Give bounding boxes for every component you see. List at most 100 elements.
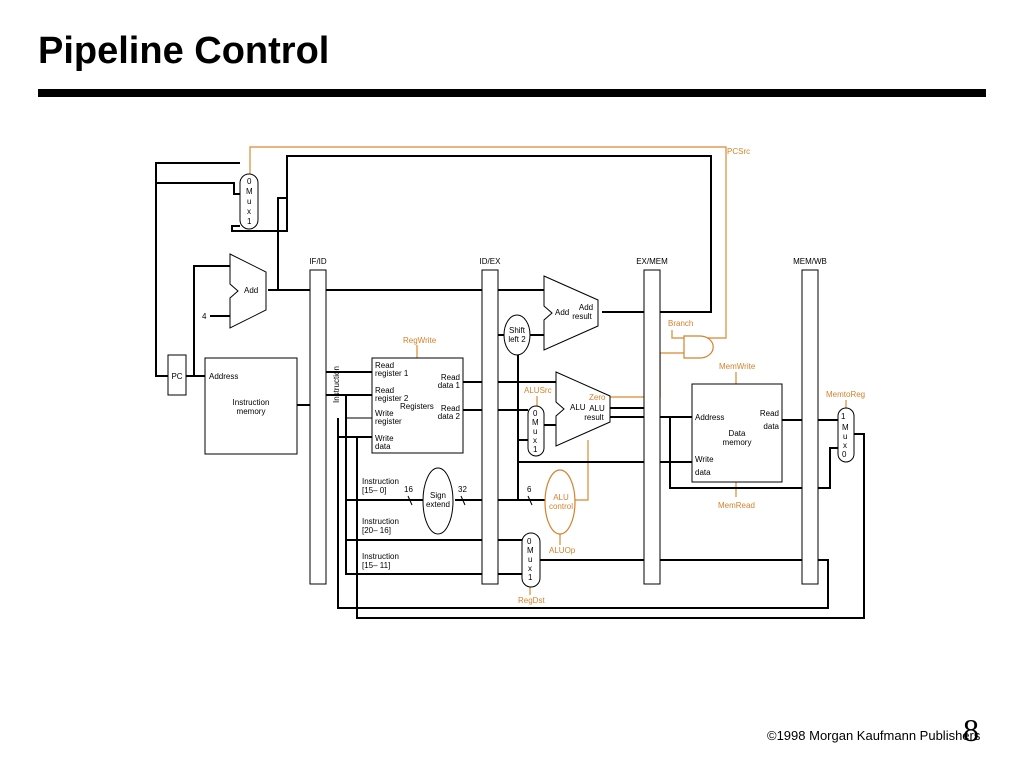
instr20-16-b: [20– 16]: [362, 526, 391, 535]
ifid-register: [309, 269, 327, 585]
regwrite-label: RegWrite: [403, 336, 437, 345]
alu-control-b: control: [549, 502, 573, 511]
pc-register: [167, 354, 187, 396]
regdst-mux-m: M: [527, 546, 534, 555]
control-labels: PCSrc RegWrite Branch MemWrite MemtoReg …: [403, 147, 865, 605]
dm-write-a: Write: [695, 455, 714, 464]
instr15-11-a: Instruction: [362, 552, 399, 561]
shift-left-2: [503, 314, 531, 356]
bus-marks: [407, 495, 533, 506]
alusrc-mux-1: 1: [533, 445, 538, 454]
memwb-label: MEM/WB: [793, 257, 827, 266]
dm-address-label: Address: [695, 413, 724, 422]
regdst-mux-1: 1: [528, 573, 533, 582]
idex-register: [481, 269, 499, 585]
instr15-0-a: Instruction: [362, 477, 399, 486]
reg-read1-b: register 1: [375, 369, 409, 378]
memtoreg-label: MemtoReg: [826, 390, 865, 399]
bits-16: 16: [404, 485, 413, 494]
memread-label: MemRead: [718, 501, 755, 510]
branch-add-label: Add: [555, 308, 569, 317]
memtoreg-mux-0: 0: [842, 450, 847, 459]
reg-read2-b: register 2: [375, 394, 409, 403]
dm-read-b: data: [763, 422, 779, 431]
branch-and-gate: [683, 335, 714, 359]
branch-add-result-b: result: [572, 312, 592, 321]
memwrite-label: MemWrite: [719, 362, 756, 371]
const-4: 4: [202, 312, 207, 321]
imem-label-2: memory: [237, 407, 266, 416]
pcsrc-label: PCSrc: [727, 147, 750, 156]
pc-label: PC: [171, 372, 182, 381]
reg-wdata-a: Write: [375, 434, 394, 443]
regdst-mux-0: 0: [527, 537, 532, 546]
dm-label-b: memory: [723, 438, 752, 447]
instr15-11-b: [15– 11]: [362, 561, 390, 570]
imem-label-1: Instruction: [233, 398, 270, 407]
memtoreg-mux: [837, 407, 855, 463]
pc-adder: [229, 253, 267, 329]
exmem-label: EX/MEM: [636, 257, 668, 266]
instruction-memory: [204, 357, 298, 455]
bits-32: 32: [458, 485, 467, 494]
register-file: [371, 357, 464, 454]
regdst-mux: [521, 532, 541, 588]
memtoreg-mux-1: 1: [841, 412, 846, 421]
alu-result-b: result: [584, 413, 604, 422]
regdst-mux-u: u: [528, 555, 532, 564]
slide-title: Pipeline Control: [38, 30, 330, 72]
alusrc-mux: [527, 405, 545, 457]
reg-rdata2-a: Read: [441, 404, 460, 413]
regdst-mux-x: x: [528, 564, 532, 573]
alusrc-mux-u: u: [533, 427, 537, 436]
instr15-0-b: [15– 0]: [362, 486, 386, 495]
copyright-footer: ©1998 Morgan Kaufmann Publishers: [767, 728, 981, 743]
pc-mux-u: u: [247, 197, 251, 206]
reg-rdata1-a: Read: [441, 373, 460, 382]
bits-6: 6: [527, 485, 532, 494]
alusrc-mux-m: M: [532, 418, 539, 427]
sign-extend-a: Sign: [430, 491, 446, 500]
branch-add-result-a: Add: [579, 303, 593, 312]
alu-control-a: ALU: [553, 493, 569, 502]
memwb-register: [801, 269, 819, 585]
registers-label: Registers: [400, 402, 434, 411]
alusrc-label: ALUSrc: [524, 386, 552, 395]
pc-adder-label: Add: [244, 286, 258, 295]
zero-label: Zero: [589, 393, 606, 402]
reg-rdata1-b: data 1: [438, 381, 461, 390]
memtoreg-mux-x: x: [843, 441, 847, 450]
dm-write-b: data: [695, 468, 711, 477]
ifid-label: IF/ID: [309, 257, 327, 266]
imem-address-label: Address: [209, 372, 238, 381]
pipeline-registers: IF/ID ID/EX EX/MEM MEM/WB: [309, 257, 827, 585]
alu: [555, 371, 611, 447]
branch-label: Branch: [668, 319, 693, 328]
pc-mux-1: 1: [247, 217, 252, 226]
dm-read-a: Read: [760, 409, 779, 418]
reg-read2-a: Read: [375, 386, 394, 395]
memtoreg-mux-m: M: [842, 423, 849, 432]
reg-write-b: register: [375, 417, 402, 426]
reg-rdata2-b: data 2: [438, 412, 461, 421]
memtoreg-mux-u: u: [843, 432, 847, 441]
sign-extend-b: extend: [426, 500, 450, 509]
sign-extend: [422, 467, 454, 535]
shift-b: left 2: [508, 335, 526, 344]
alu-label: ALU: [570, 403, 586, 412]
title-rule: [38, 89, 986, 97]
pc-mux: [239, 173, 259, 230]
dm-label-a: Data: [729, 429, 746, 438]
pc-mux-x: x: [247, 207, 251, 216]
pc-mux-m: M: [246, 187, 253, 196]
aluop-label: ALUOp: [549, 546, 576, 555]
exmem-register: [643, 269, 661, 585]
page-number: 8: [963, 712, 979, 748]
shift-a: Shift: [509, 326, 526, 335]
reg-wdata-b: data: [375, 442, 391, 451]
reg-write-a: Write: [375, 409, 394, 418]
alu-control: [544, 469, 576, 535]
alusrc-mux-x: x: [533, 436, 537, 445]
idex-label: ID/EX: [480, 257, 502, 266]
